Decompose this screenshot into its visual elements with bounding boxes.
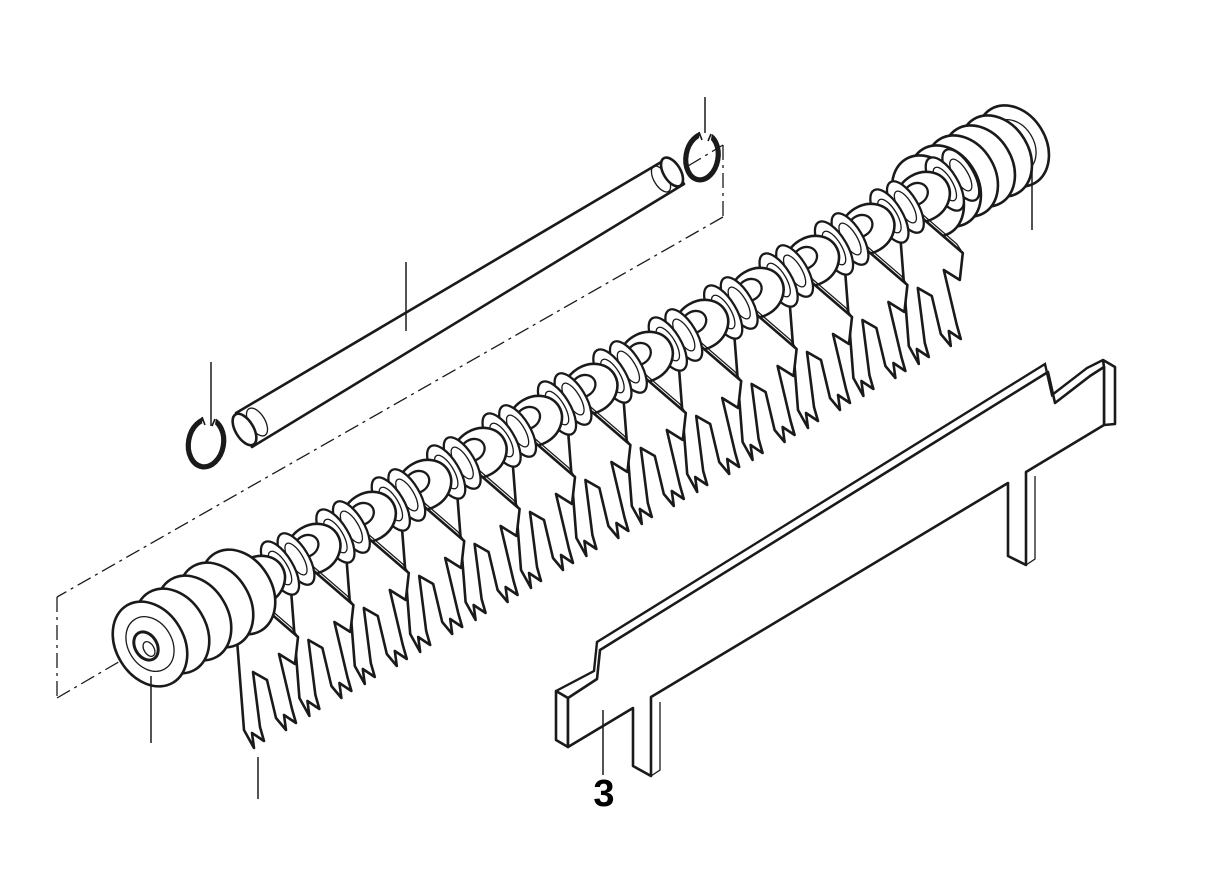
retaining-ring-right-lugs	[698, 131, 712, 142]
retaining-ring-left	[185, 411, 227, 470]
coil-spring-left	[111, 548, 277, 688]
callout-leaders	[150, 97, 1033, 799]
bar-leg-side-faces	[650, 476, 1036, 777]
centerline-segment	[56, 216, 724, 598]
spring-left-end-ring	[125, 616, 175, 672]
bar-top-back-edge	[555, 358, 1104, 693]
spring-left-bore	[132, 630, 160, 662]
spring-left-bore-inner	[142, 641, 156, 657]
shaft-tip-face	[659, 156, 685, 188]
bar-front-face	[566, 365, 1106, 778]
retaining-ring-left-body	[185, 416, 227, 470]
bar-part-number-label: 3	[593, 773, 614, 815]
shaft	[231, 156, 686, 449]
bar-left-end-face	[554, 689, 570, 749]
shaft-body	[234, 156, 686, 449]
shaft-end-face	[231, 412, 258, 447]
mounting-bar	[554, 358, 1117, 778]
retaining-ring-left-lugs	[201, 416, 216, 427]
retaining-ring-right	[683, 127, 721, 183]
